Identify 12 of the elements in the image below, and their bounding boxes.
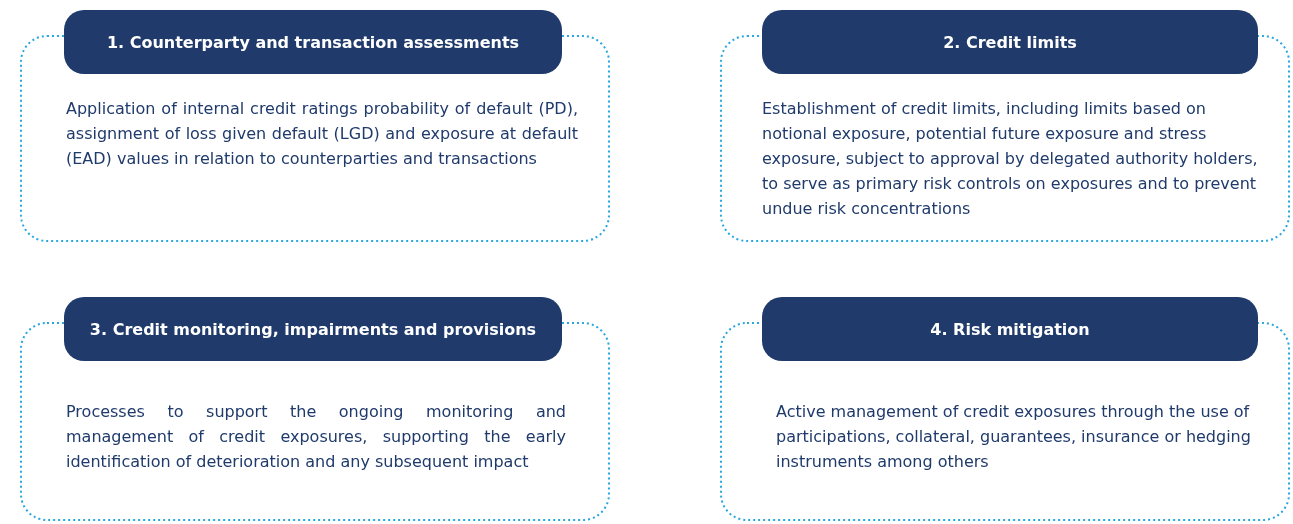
card-description: Establishment of credit limits, including limits based on notional exposure, potential future exposure and stress exposure, subject to approval by delegated authority holders, to serve as primary risk controls on exposures and to prevent undue risk concentrations xyxy=(762,98,1259,220)
dotted-card xyxy=(720,10,1290,242)
card-heading: 4. Risk mitigation xyxy=(762,297,1258,361)
card-description: Application of internal credit ratings probability of default (PD), assignment of loss given default (LGD) and exposure at default (EAD) values in relation to counterparties and transactions xyxy=(66,98,578,170)
dotted-card xyxy=(20,10,610,242)
card-heading: 3. Credit monitoring, impairments and provisions xyxy=(64,297,562,361)
card-heading: 2. Credit limits xyxy=(762,10,1258,74)
dotted-card xyxy=(720,297,1290,521)
card-heading: 1. Counterparty and transaction assessments xyxy=(64,10,562,74)
card-description: Active management of credit exposures through the use of participations, collateral, guarantees, insurance or hedging instruments among others xyxy=(776,401,1252,473)
card-description: Processes to support the ongoing monitoring and management of credit exposures, supporting the early identification of deterioration and any subsequent impact xyxy=(66,401,566,473)
dotted-card xyxy=(20,297,610,521)
